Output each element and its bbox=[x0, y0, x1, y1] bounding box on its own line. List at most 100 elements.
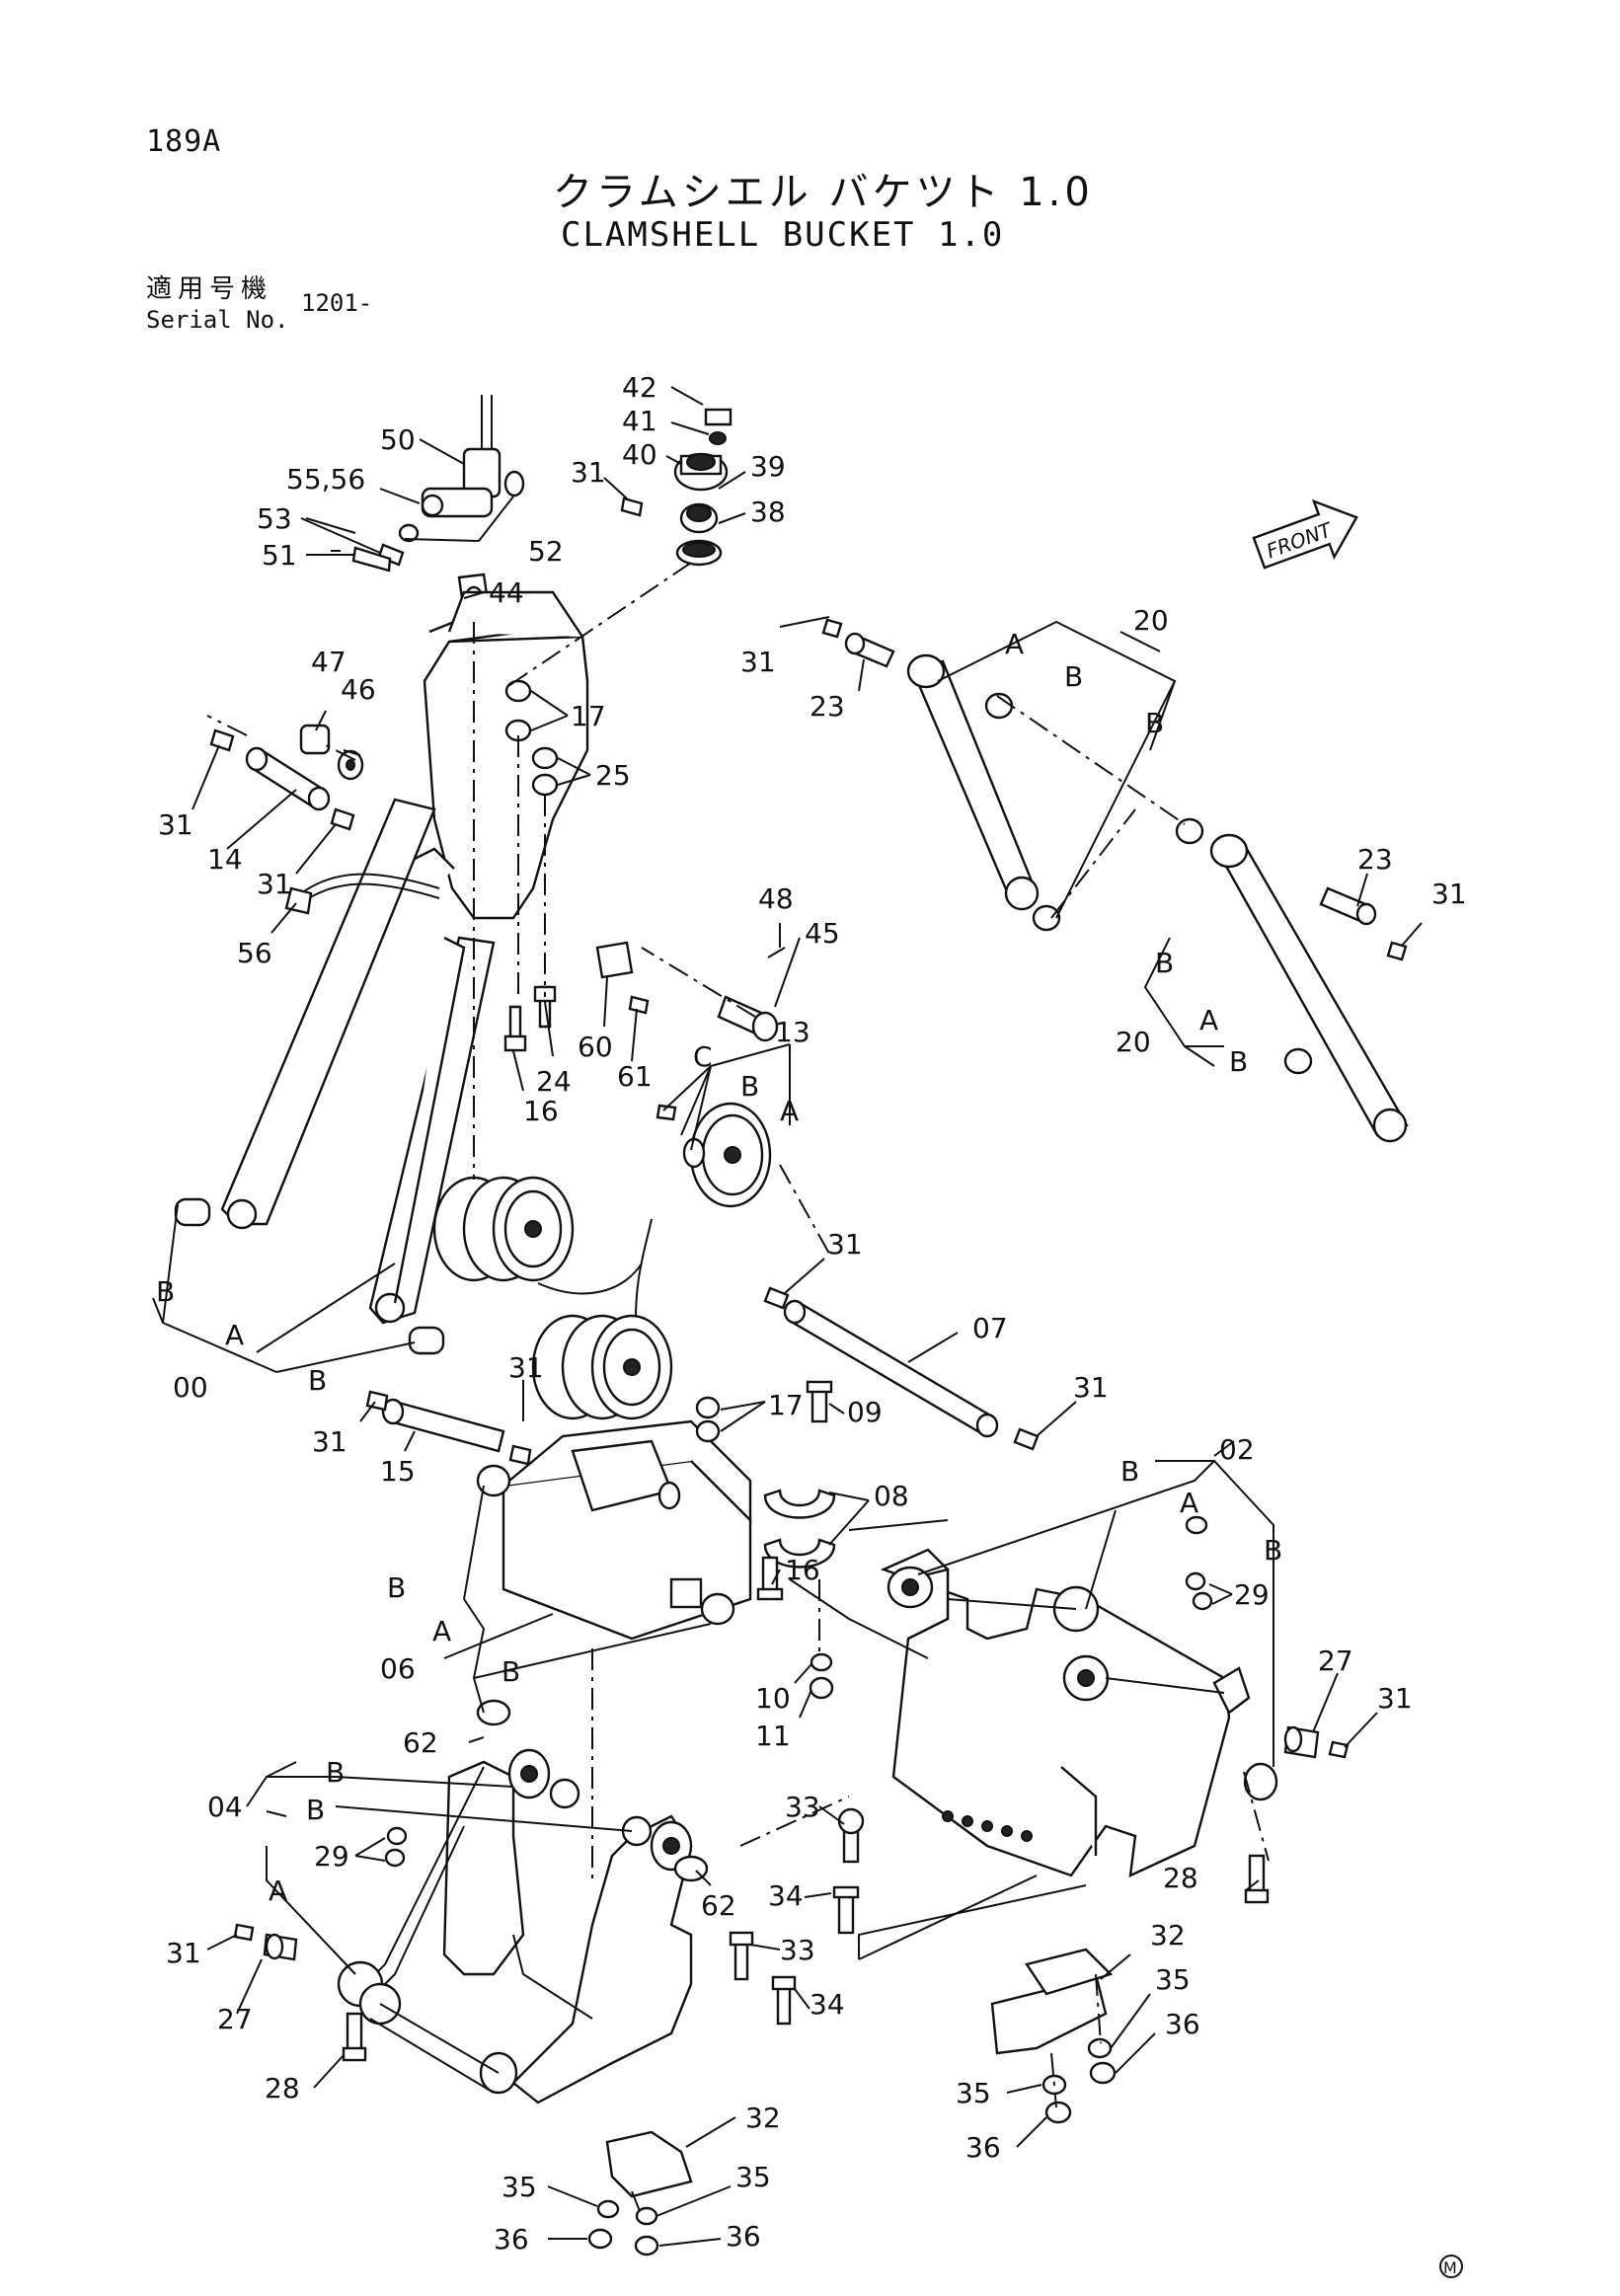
callout-36-b: 36 bbox=[965, 2131, 1001, 2164]
letter-b: B bbox=[740, 1070, 759, 1103]
callout-39: 39 bbox=[750, 450, 786, 483]
callout-45: 45 bbox=[805, 917, 840, 950]
pin-07 bbox=[763, 1286, 1040, 1451]
tooth-32-left bbox=[587, 2130, 693, 2257]
callout-28-a: 28 bbox=[1163, 1862, 1198, 1894]
letter-b: B bbox=[1145, 707, 1164, 739]
letter-b: B bbox=[1229, 1045, 1248, 1078]
pin-14 bbox=[209, 724, 364, 831]
callout-36-c: 36 bbox=[494, 2223, 529, 2256]
sheave-13 bbox=[656, 1102, 772, 1208]
bracket-08-hardware bbox=[695, 1380, 836, 1700]
hose-swivel-assembly bbox=[351, 395, 525, 624]
letter-b: B bbox=[1120, 1455, 1139, 1488]
callout-35-c: 35 bbox=[501, 2171, 537, 2203]
callout-31-i: 31 bbox=[312, 1425, 347, 1458]
callout-33-a: 33 bbox=[785, 1791, 820, 1823]
callout-41: 41 bbox=[622, 405, 657, 437]
letter-a: A bbox=[780, 1095, 799, 1127]
callout-35-d: 35 bbox=[735, 2161, 771, 2193]
callout-31-b: 31 bbox=[158, 808, 193, 841]
callout-17-b: 17 bbox=[768, 1389, 804, 1421]
title-japanese: クラムシエル バケツト 1.0 bbox=[553, 170, 1094, 215]
letter-b: B bbox=[306, 1794, 325, 1826]
callout-31-h: 31 bbox=[508, 1351, 544, 1384]
leader-lines bbox=[192, 386, 1423, 2247]
callout-36-a: 36 bbox=[1165, 2008, 1200, 2040]
callout-07: 07 bbox=[972, 1312, 1008, 1344]
callout-53: 53 bbox=[257, 502, 292, 535]
callout-34-a: 34 bbox=[768, 1879, 804, 1912]
callout-35-b: 35 bbox=[956, 2077, 991, 2109]
letter-a: A bbox=[225, 1319, 244, 1351]
letter-b: B bbox=[501, 1655, 520, 1688]
callout-60: 60 bbox=[578, 1031, 613, 1063]
callout-38: 38 bbox=[750, 496, 786, 528]
grouping-letters: A B B B A B C B A B A B B A B B A B B B … bbox=[156, 628, 1282, 1907]
callout-35-a: 35 bbox=[1155, 1963, 1191, 1996]
callout-09: 09 bbox=[847, 1396, 883, 1428]
pins-23 bbox=[821, 618, 1408, 961]
callout-40: 40 bbox=[622, 438, 657, 471]
pin-15 bbox=[365, 1390, 532, 1466]
assembly-center-lines bbox=[206, 562, 1270, 2217]
letter-b: B bbox=[326, 1756, 345, 1789]
callout-00: 00 bbox=[173, 1371, 208, 1404]
arm-00 bbox=[174, 798, 496, 1355]
callout-25: 25 bbox=[595, 759, 631, 792]
letter-b: B bbox=[308, 1364, 327, 1397]
callout-17-a: 17 bbox=[571, 700, 606, 732]
grouping-lines bbox=[152, 620, 1274, 1975]
letter-a: A bbox=[1199, 1004, 1218, 1036]
letter-a: A bbox=[1180, 1487, 1198, 1519]
callout-15: 15 bbox=[380, 1455, 416, 1488]
letter-b: B bbox=[387, 1571, 406, 1604]
callout-16-b: 16 bbox=[785, 1554, 820, 1586]
callout-24: 24 bbox=[536, 1065, 572, 1098]
letter-a: A bbox=[269, 1875, 287, 1907]
callout-20-b: 20 bbox=[1116, 1026, 1151, 1058]
callout-31-a: 31 bbox=[571, 456, 606, 489]
callout-31-j: 31 bbox=[1377, 1682, 1413, 1715]
callout-11: 11 bbox=[755, 1720, 791, 1752]
callout-55-56: 55,56 bbox=[286, 463, 365, 496]
serial-number-value: 1201- bbox=[301, 289, 373, 317]
callout-27-b: 27 bbox=[217, 2003, 253, 2035]
callout-62-a: 62 bbox=[403, 1726, 438, 1759]
callout-20-a: 20 bbox=[1133, 604, 1169, 637]
callout-44: 44 bbox=[489, 576, 524, 609]
bushings-17-25-upper bbox=[504, 679, 559, 797]
letter-b: B bbox=[156, 1275, 175, 1308]
sheave-pair-upper bbox=[432, 1176, 653, 1343]
callout-10: 10 bbox=[755, 1682, 791, 1715]
link-20-upper bbox=[906, 653, 1061, 932]
callout-61: 61 bbox=[617, 1060, 653, 1093]
callout-48: 48 bbox=[758, 882, 794, 915]
callout-16-a: 16 bbox=[523, 1095, 559, 1127]
callout-14: 14 bbox=[207, 843, 243, 876]
callout-50: 50 bbox=[380, 423, 416, 456]
front-arrow-icon: FRONT bbox=[1252, 498, 1358, 570]
callout-31-c: 31 bbox=[257, 868, 292, 900]
callout-labels: 42 41 40 39 38 31 50 55,56 53 51 52 44 4… bbox=[158, 371, 1467, 2256]
letter-a: A bbox=[1005, 628, 1024, 660]
swivel-cap-parts bbox=[620, 408, 733, 567]
callout-34-b: 34 bbox=[810, 1988, 845, 2021]
callout-04: 04 bbox=[207, 1791, 243, 1823]
callout-42: 42 bbox=[622, 371, 657, 404]
letter-a: A bbox=[432, 1615, 451, 1647]
letter-b: B bbox=[1064, 660, 1083, 693]
letter-b: B bbox=[1155, 947, 1174, 979]
callout-56: 56 bbox=[237, 937, 272, 969]
callout-31-e: 31 bbox=[1431, 878, 1467, 910]
callout-13: 13 bbox=[775, 1016, 810, 1048]
callout-47: 47 bbox=[311, 646, 347, 678]
title-english: CLAMSHELL BUCKET 1.0 bbox=[561, 215, 1005, 255]
callout-08: 08 bbox=[874, 1480, 909, 1512]
callout-29-a: 29 bbox=[1234, 1578, 1270, 1611]
bucket-shell-04 bbox=[233, 1699, 865, 2105]
corner-mark: M bbox=[1443, 2258, 1457, 2277]
callout-23-a: 23 bbox=[810, 690, 845, 723]
serial-label-japanese: 適用号機 bbox=[146, 274, 273, 304]
